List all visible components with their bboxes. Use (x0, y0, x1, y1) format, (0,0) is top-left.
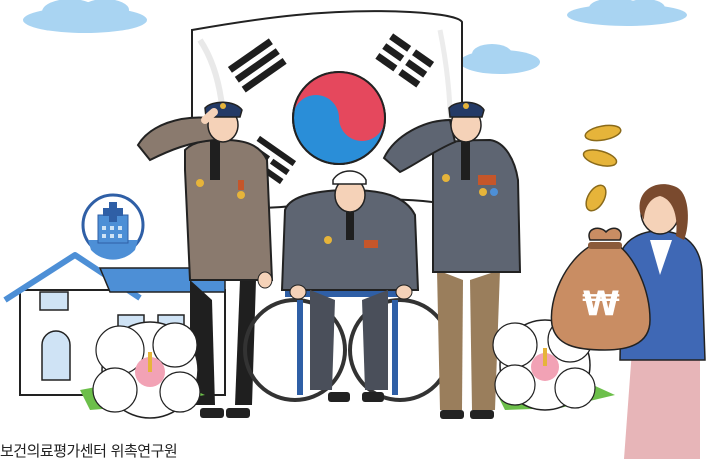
veteran-saluting-right (382, 101, 522, 419)
gold-coins (582, 124, 622, 212)
hospital-cross-icon (81, 193, 145, 260)
won-symbol: ₩ (582, 284, 620, 324)
veteran-saluting-left (136, 101, 274, 418)
mugunghwa-flower-left (80, 321, 205, 419)
cloud-top-left (23, 0, 147, 33)
won-money-bag: ₩ (550, 227, 651, 351)
cloud-top-right (567, 0, 687, 26)
caption-text: 보건의료평가센터 위촉연구원 (0, 442, 178, 459)
veteran-in-wheelchair (243, 170, 452, 402)
cloud-mid-right (460, 44, 540, 74)
